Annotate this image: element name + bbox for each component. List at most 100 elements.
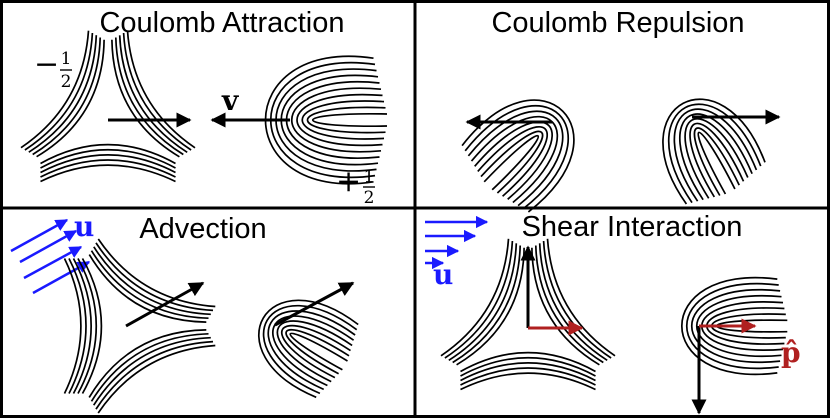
director-line (534, 245, 604, 364)
director-line (678, 113, 753, 201)
director-line (693, 127, 740, 196)
director-line (270, 61, 376, 179)
fraction-numerator-plus: 1 (364, 167, 375, 187)
panel-title-advection: Advection (139, 213, 266, 245)
director-line (538, 243, 608, 362)
director-line (474, 121, 553, 200)
director-line (448, 243, 518, 362)
director-line (258, 299, 359, 399)
panel-shear-interaction: Shear Interaction u p̂ (425, 211, 801, 415)
director-line (20, 30, 90, 149)
director-line (460, 357, 596, 377)
director-line (290, 87, 382, 153)
director-line (95, 340, 214, 410)
panel-title-coulomb-attraction: Coulomb Attraction (99, 7, 344, 39)
director-line (72, 258, 92, 394)
director-line (276, 320, 353, 383)
director-line (81, 258, 103, 394)
fraction-denominator-plus: 2 (364, 188, 375, 208)
director-line (285, 81, 380, 159)
panel-coulomb-repulsion: Coulomb Repulsion (461, 7, 781, 213)
director-line (531, 247, 600, 366)
director-line (542, 240, 612, 359)
director-line (275, 68, 377, 172)
panel-advection: Advection u (10, 210, 359, 414)
director-line (114, 37, 184, 156)
director-line (673, 108, 758, 202)
director-line (68, 258, 87, 394)
director-line (289, 332, 348, 371)
director-line (40, 164, 176, 183)
director-line (444, 240, 514, 359)
director-line (680, 276, 778, 376)
director-line (262, 304, 358, 395)
minus-half-defect (20, 30, 196, 183)
director-line (691, 288, 781, 364)
minus-defect-advection-arrow (125, 281, 205, 328)
director-line (440, 238, 510, 357)
director-line (24, 32, 94, 151)
director-line (483, 134, 540, 191)
director-line (267, 310, 356, 391)
director-line (40, 149, 176, 169)
director-line (689, 122, 745, 198)
plus-defect-advection-arrow (274, 281, 355, 327)
fraction-denominator: 2 (61, 72, 72, 92)
director-line (118, 35, 188, 154)
director-line (470, 116, 558, 204)
minus-half-defect-shear (440, 238, 616, 391)
director-line (28, 35, 98, 153)
director-line (95, 242, 214, 312)
director-line (40, 154, 176, 174)
director-line (32, 37, 102, 156)
minus-half-defect-label: − 1 2 (34, 47, 72, 92)
plus-half-defect-advection (258, 299, 359, 399)
plus-half-defect (264, 55, 388, 185)
panel-title-coulomb-repulsion: Coulomb Repulsion (491, 7, 744, 39)
flow-arrow-3 (23, 245, 83, 280)
director-line (452, 245, 522, 364)
director-line (111, 39, 180, 158)
director-line (296, 93, 383, 147)
director-line (461, 99, 575, 213)
director-line (686, 282, 779, 370)
director-line (684, 118, 749, 199)
director-line (77, 258, 97, 394)
flow-label: u (74, 210, 94, 243)
director-line (90, 332, 209, 402)
director-line (460, 362, 596, 382)
flow-arrow-4 (32, 260, 91, 295)
director-line (667, 103, 762, 204)
director-line (285, 328, 350, 375)
director-line (301, 100, 385, 140)
director-line (460, 372, 596, 391)
left-plus-defect (461, 99, 575, 213)
director-line (460, 351, 596, 373)
director-line (467, 110, 564, 207)
director-line (662, 98, 766, 205)
director-line (93, 246, 211, 316)
shear-flow-arrows (425, 215, 489, 270)
director-line (36, 39, 105, 158)
director-line (697, 131, 736, 195)
director-line (264, 55, 374, 185)
panel-coulomb-attraction: Coulomb Attraction − 1 2 v + 1 2 (20, 7, 388, 208)
panel-title-shear-interaction: Shear Interaction (522, 211, 743, 243)
plus-half-defect-label: + 1 2 (336, 164, 375, 208)
fraction-numerator: 1 (61, 49, 72, 69)
director-line (97, 344, 216, 414)
director-line (695, 294, 782, 358)
minus-sign: − (34, 47, 59, 82)
director-line (546, 238, 616, 357)
director-line (460, 367, 596, 386)
flow-arrow-1 (10, 218, 69, 253)
director-line (90, 250, 209, 320)
director-line (88, 329, 207, 398)
director-line (280, 324, 351, 379)
director-line (88, 254, 207, 323)
right-plus-defect (662, 98, 766, 205)
director-line (477, 126, 548, 197)
director-line (40, 143, 176, 165)
director-line (456, 247, 525, 366)
